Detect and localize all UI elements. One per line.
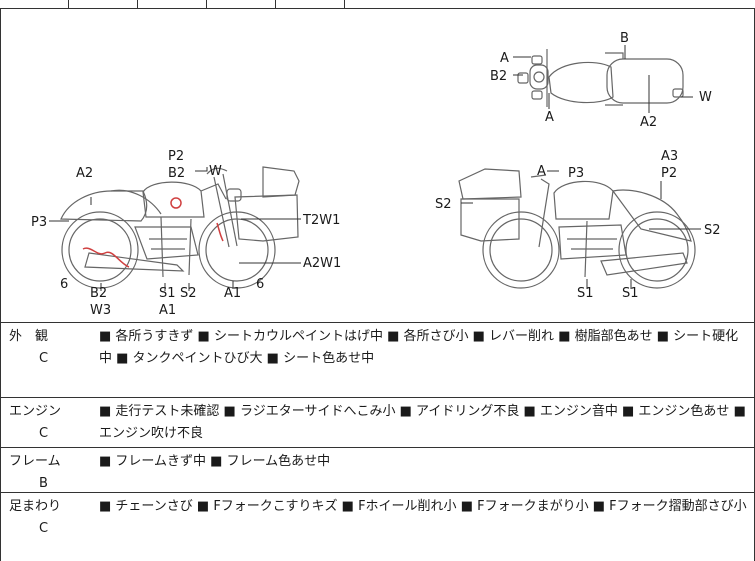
- damage-diagram: A B2 A B A2 W P2 B2 W A2 P3 T2W1 A2W1 6 …: [0, 9, 755, 322]
- header-divider: [275, 0, 276, 9]
- label-B-top: B: [620, 31, 629, 46]
- condition-description: ■ フレームきず中 ■ フレーム色あせ中: [99, 454, 331, 469]
- label-W-top: W: [699, 90, 712, 105]
- motorcycle-diagram-svg: A B2 A B A2 W P2 B2 W A2 P3 T2W1 A2W1 6 …: [31, 31, 721, 318]
- label-A2-top: A2: [640, 115, 657, 130]
- table-row: 外 観 C ■ 各所うすきず ■ シートカウルペイントはげ中 ■ 各所さび小 ■…: [1, 323, 754, 396]
- label-A1-left-bottom: A1: [159, 303, 176, 318]
- condition-description: ■ チェーンさび ■ Fフォークこすりキズ ■ Fホイール削れ小 ■ Fフォーク…: [99, 499, 747, 514]
- category-label: フレーム: [9, 454, 61, 469]
- label-A-top: A: [500, 51, 509, 66]
- label-P2-right: P2: [661, 166, 677, 181]
- header-divider: [68, 0, 69, 9]
- damage-mark-tank: [170, 197, 182, 209]
- label-A3-right: A3: [661, 149, 678, 164]
- right-side-motorcycle: [458, 168, 696, 289]
- grade-label: C: [39, 426, 49, 441]
- header-divider: [206, 0, 207, 9]
- category-label: 外 観: [9, 329, 49, 344]
- label-S2-right-left: S2: [435, 197, 452, 212]
- label-6-left-rear: 6: [256, 277, 264, 292]
- label-S1-right-engine: S1: [577, 286, 594, 301]
- label-W3-left: W3: [90, 303, 111, 318]
- category-label: エンジン: [9, 404, 62, 419]
- condition-description: ■ 走行テスト未確認 ■ ラジエターサイドへこみ小 ■ アイドリング不良 ■ エ…: [99, 404, 746, 441]
- grade-label: C: [39, 351, 49, 366]
- condition-description: ■ 各所うすきず ■ シートカウルペイントはげ中 ■ 各所さび小 ■ レバー削れ…: [99, 329, 739, 366]
- label-B2-top: B2: [490, 69, 507, 84]
- table-header-strip: [0, 0, 755, 9]
- label-A-right: A: [537, 164, 546, 179]
- label-B2-left: B2: [168, 166, 185, 181]
- label-P3-left: P3: [31, 215, 47, 230]
- label-A2-left: A2: [76, 166, 93, 181]
- label-A2W1-left: A2W1: [303, 256, 341, 271]
- grade-label: B: [39, 476, 48, 491]
- label-P3-right: P3: [568, 166, 584, 181]
- table-row: 足まわり C ■ チェーンさび ■ Fフォークこすりキズ ■ Fホイール削れ小 …: [1, 492, 754, 561]
- label-S1-left: S1: [159, 286, 176, 301]
- label-B2-left-bottom: B2: [90, 286, 107, 301]
- damage-mark-exhaust: [82, 247, 130, 268]
- label-A1-left: A1: [224, 286, 241, 301]
- label-S1-right-exhaust: S1: [622, 286, 639, 301]
- left-side-motorcycle: [60, 166, 300, 289]
- top-view-motorcycle: [517, 49, 684, 107]
- label-6-left-front: 6: [60, 277, 68, 292]
- label-T2W1-left: T2W1: [302, 213, 340, 228]
- table-row: エンジン C ■ 走行テスト未確認 ■ ラジエターサイドへこみ小 ■ アイドリン…: [1, 397, 754, 447]
- label-leader-lines: [49, 45, 701, 291]
- label-P2-left: P2: [168, 149, 184, 164]
- label-S2-left: S2: [180, 286, 197, 301]
- category-label: 足まわり: [9, 499, 62, 514]
- label-A-top-bottom: A: [545, 110, 554, 125]
- grade-label: C: [39, 521, 49, 536]
- label-S2-right-rear: S2: [704, 223, 721, 238]
- table-row: フレーム B ■ フレームきず中 ■ フレーム色あせ中: [1, 447, 754, 492]
- header-divider: [344, 0, 345, 9]
- condition-table: 外 観 C ■ 各所うすきず ■ シートカウルペイントはげ中 ■ 各所さび小 ■…: [0, 322, 755, 561]
- label-W-left: W: [209, 164, 222, 179]
- damage-mark-fork: [216, 222, 224, 242]
- header-divider: [137, 0, 138, 9]
